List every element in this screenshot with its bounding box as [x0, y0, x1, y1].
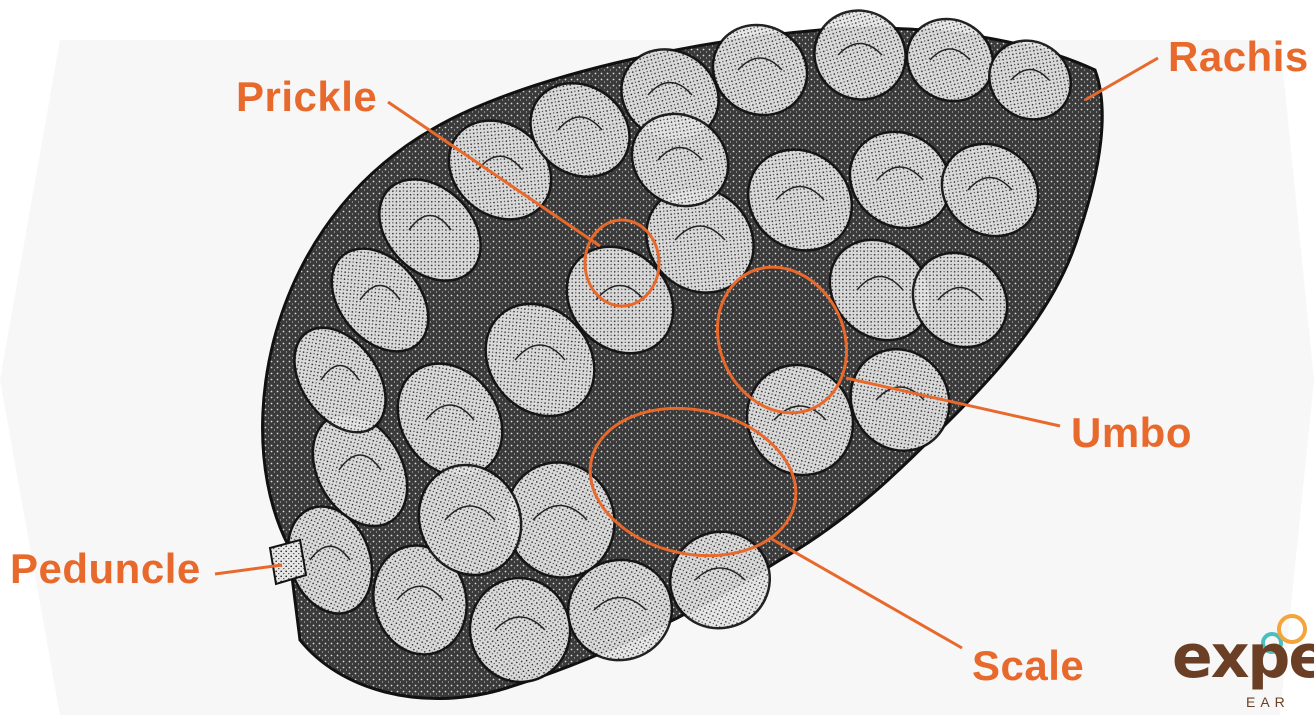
brand-logo[interactable]: exper EAR	[1160, 605, 1314, 715]
label-scale: Scale	[972, 645, 1084, 687]
logo-subtext: EAR	[1246, 695, 1290, 709]
peduncle-stem	[270, 540, 306, 584]
label-umbo: Umbo	[1071, 412, 1192, 454]
label-peduncle: Peduncle	[10, 548, 201, 590]
label-prickle: Prickle	[236, 76, 377, 118]
logo-wordmark: exper	[1172, 627, 1314, 687]
label-rachis: Rachis	[1168, 36, 1309, 78]
